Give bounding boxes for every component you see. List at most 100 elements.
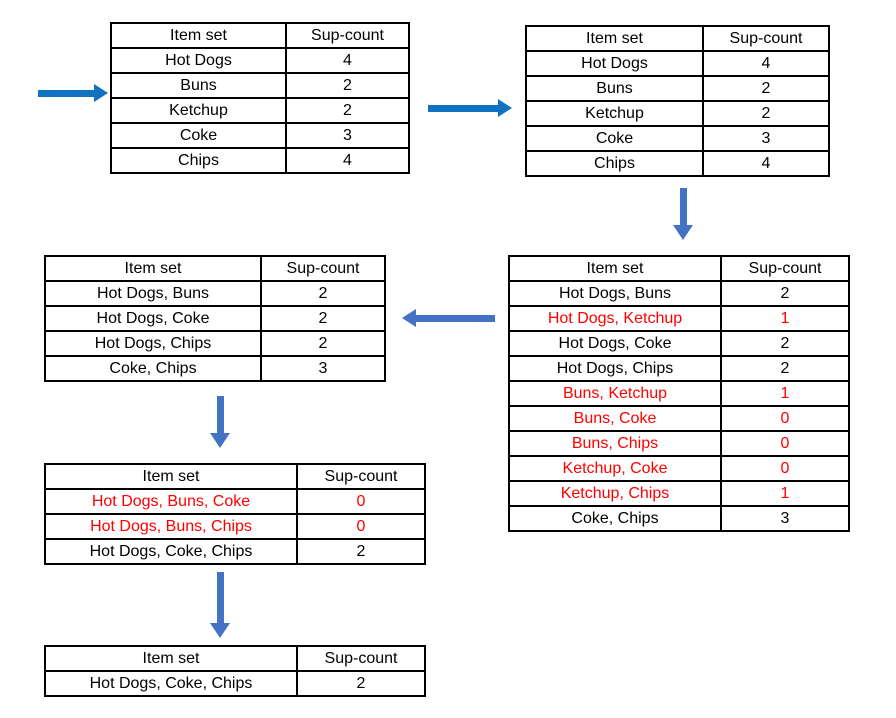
column-header-item-set: Item set xyxy=(508,255,722,282)
itemset-cell: Hot Dogs xyxy=(110,47,287,74)
column-header-sup-count: Sup-count xyxy=(296,463,426,490)
column-header-sup-count: Sup-count xyxy=(720,255,850,282)
sup-count-cell: 3 xyxy=(720,505,850,532)
itemset-cell: Buns, Chips xyxy=(508,430,722,457)
itemset-cell: Coke, Chips xyxy=(508,505,722,532)
itemset-cell: Buns xyxy=(525,75,704,102)
itemset-cell: Hot Dogs, Coke xyxy=(508,330,722,357)
arrow-shaft xyxy=(679,188,687,225)
itemset-cell: Ketchup, Coke xyxy=(508,455,722,482)
sup-count-cell: 4 xyxy=(702,50,830,77)
arrow-shaft xyxy=(416,314,495,322)
itemset-cell: Ketchup xyxy=(525,100,704,127)
sup-count-cell: 4 xyxy=(702,150,830,177)
column-header-item-set: Item set xyxy=(44,255,262,282)
column-header-item-set: Item set xyxy=(110,22,287,49)
sup-count-cell: 2 xyxy=(702,75,830,102)
column-header-sup-count: Sup-count xyxy=(702,25,830,52)
itemset-cell: Hot Dogs xyxy=(525,50,704,77)
arrow-head xyxy=(210,623,230,638)
itemset-cell: Coke xyxy=(525,125,704,152)
sup-count-cell: 2 xyxy=(702,100,830,127)
sup-count-cell: 1 xyxy=(720,305,850,332)
sup-count-cell: 0 xyxy=(720,455,850,482)
arrow-down-icon xyxy=(210,572,230,638)
arrow-right-icon xyxy=(428,99,512,117)
itemset-cell: Hot Dogs, Buns, Coke xyxy=(44,488,298,515)
arrow-shaft xyxy=(428,104,498,112)
sup-count-cell: 2 xyxy=(720,330,850,357)
itemset-cell: Hot Dogs, Coke, Chips xyxy=(44,538,298,565)
arrow-shaft xyxy=(38,89,94,97)
itemset-cell: Ketchup xyxy=(110,97,287,124)
sup-count-cell: 2 xyxy=(285,72,410,99)
itemset-cell: Coke, Chips xyxy=(44,355,262,382)
itemset-cell: Hot Dogs, Chips xyxy=(44,330,262,357)
itemset-cell: Hot Dogs, Coke, Chips xyxy=(44,670,298,697)
itemset-cell: Hot Dogs, Buns, Chips xyxy=(44,513,298,540)
itemset-cell: Buns, Ketchup xyxy=(508,380,722,407)
itemset-cell: Ketchup, Chips xyxy=(508,480,722,507)
sup-count-cell: 3 xyxy=(260,355,386,382)
arrow-shaft xyxy=(216,572,224,623)
itemset-cell: Buns xyxy=(110,72,287,99)
itemset-cell: Buns, Coke xyxy=(508,405,722,432)
sup-count-cell: 2 xyxy=(260,305,386,332)
itemset-cell: Hot Dogs, Buns xyxy=(508,280,722,307)
sup-count-cell: 3 xyxy=(285,122,410,149)
sup-count-cell: 0 xyxy=(720,405,850,432)
sup-count-cell: 2 xyxy=(296,538,426,565)
column-header-sup-count: Sup-count xyxy=(296,645,426,672)
arrow-down-icon xyxy=(673,188,693,240)
sup-count-cell: 0 xyxy=(296,488,426,515)
sup-count-cell: 2 xyxy=(260,280,386,307)
arrow-right-icon xyxy=(38,84,108,102)
itemset-cell: Hot Dogs, Ketchup xyxy=(508,305,722,332)
sup-count-cell: 4 xyxy=(285,147,410,174)
arrow-down-icon xyxy=(210,396,230,448)
arrow-shaft xyxy=(216,396,224,433)
sup-count-cell: 2 xyxy=(720,355,850,382)
itemset-cell: Hot Dogs, Buns xyxy=(44,280,262,307)
arrow-head xyxy=(498,99,512,117)
sup-count-cell: 2 xyxy=(296,670,426,697)
itemset-cell: Hot Dogs, Coke xyxy=(44,305,262,332)
arrow-head xyxy=(402,309,416,327)
sup-count-cell: 2 xyxy=(260,330,386,357)
sup-count-cell: 4 xyxy=(285,47,410,74)
